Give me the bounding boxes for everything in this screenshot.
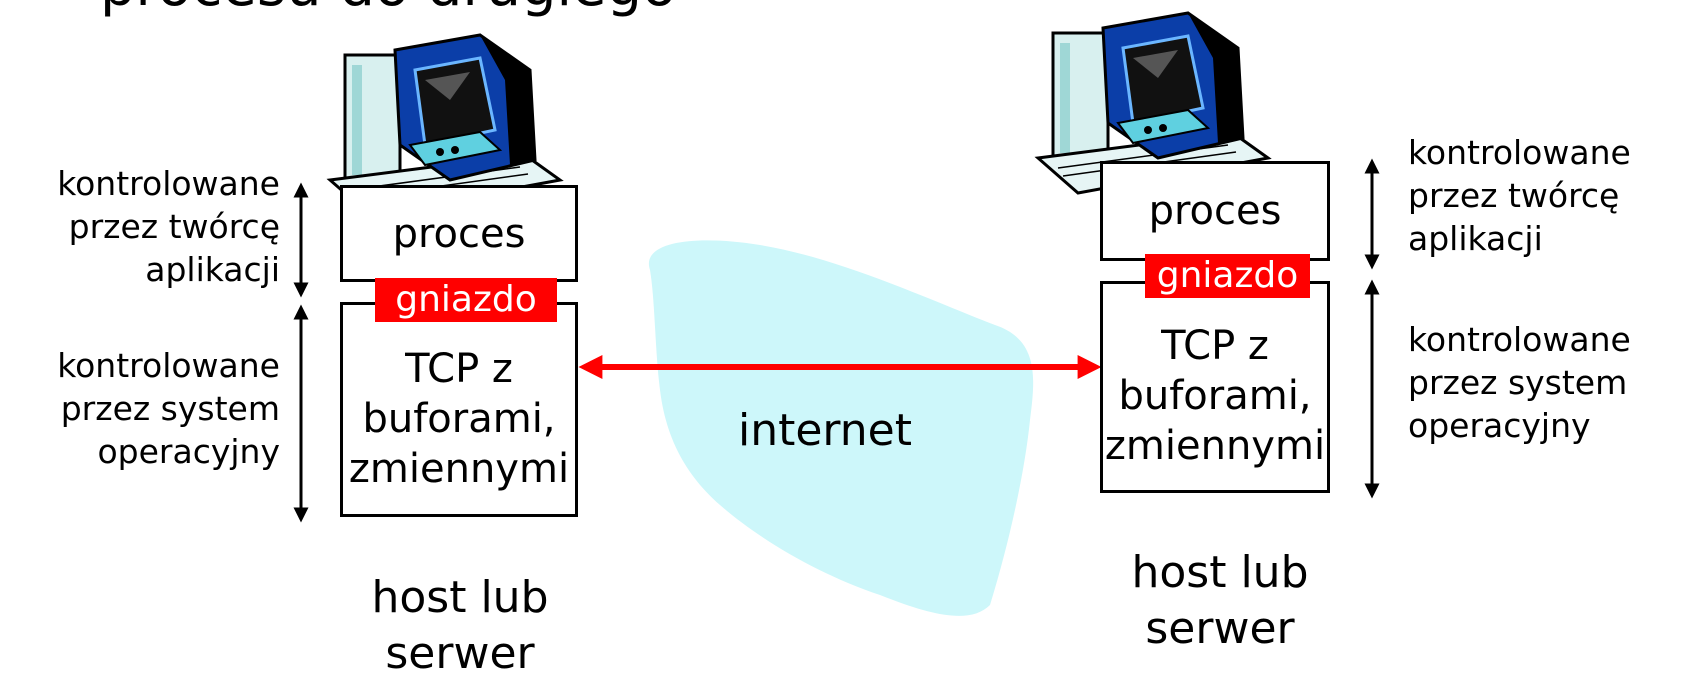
right-tcp-box: TCP z buforami, zmiennymi (1100, 281, 1330, 493)
text-line: kontrolowane (1408, 320, 1631, 359)
right-process-label: proces (1148, 188, 1282, 234)
text-line: aplikacji (145, 250, 280, 289)
internet-cloud (648, 240, 1034, 616)
text-line: kontrolowane (57, 164, 280, 203)
right-host-label: host lub serwer (1090, 545, 1350, 657)
left-socket-label: gniazdo (375, 278, 557, 322)
right-tcp-line: TCP z (1161, 323, 1269, 369)
page-title: procesu do drugiego (100, 0, 676, 19)
text-line: aplikacji (1408, 219, 1543, 258)
left-app-control-text: kontrolowane przez twórcę aplikacji (8, 162, 280, 291)
internet-label: internet (738, 405, 912, 456)
right-tcp-line: zmiennymi (1104, 423, 1326, 469)
left-tcp-box: TCP z buforami, zmiennymi (340, 302, 578, 517)
left-host-label: host lub serwer (330, 570, 590, 682)
text-line: kontrolowane (57, 346, 280, 385)
text-line: host lub (371, 572, 549, 623)
computer-icon (1034, 11, 1272, 195)
text-line: host lub (1131, 547, 1309, 598)
text-line: przez system (60, 389, 280, 428)
text-line: przez system (1408, 363, 1628, 402)
text-line: serwer (1145, 603, 1295, 654)
right-socket-label: gniazdo (1145, 254, 1310, 298)
text-line: operacyjny (97, 432, 280, 471)
text-line: serwer (385, 628, 535, 679)
left-tcp-line: TCP z (405, 345, 513, 392)
computer-icon (326, 33, 564, 217)
text-line: kontrolowane (1408, 133, 1631, 172)
left-process-label: proces (392, 210, 526, 257)
right-os-control-text: kontrolowane przez system operacyjny (1408, 318, 1631, 447)
right-process-box: proces (1100, 161, 1330, 261)
text-line: przez twórcę (1408, 176, 1620, 215)
left-os-control-text: kontrolowane przez system operacyjny (8, 344, 280, 473)
text-line: operacyjny (1408, 406, 1591, 445)
text-line: przez twórcę (68, 207, 280, 246)
left-process-box: proces (340, 185, 578, 282)
left-tcp-line: buforami, (362, 395, 556, 442)
right-app-control-text: kontrolowane przez twórcę aplikacji (1408, 131, 1631, 260)
left-tcp-line: zmiennymi (348, 445, 570, 492)
right-tcp-line: buforami, (1118, 373, 1312, 419)
